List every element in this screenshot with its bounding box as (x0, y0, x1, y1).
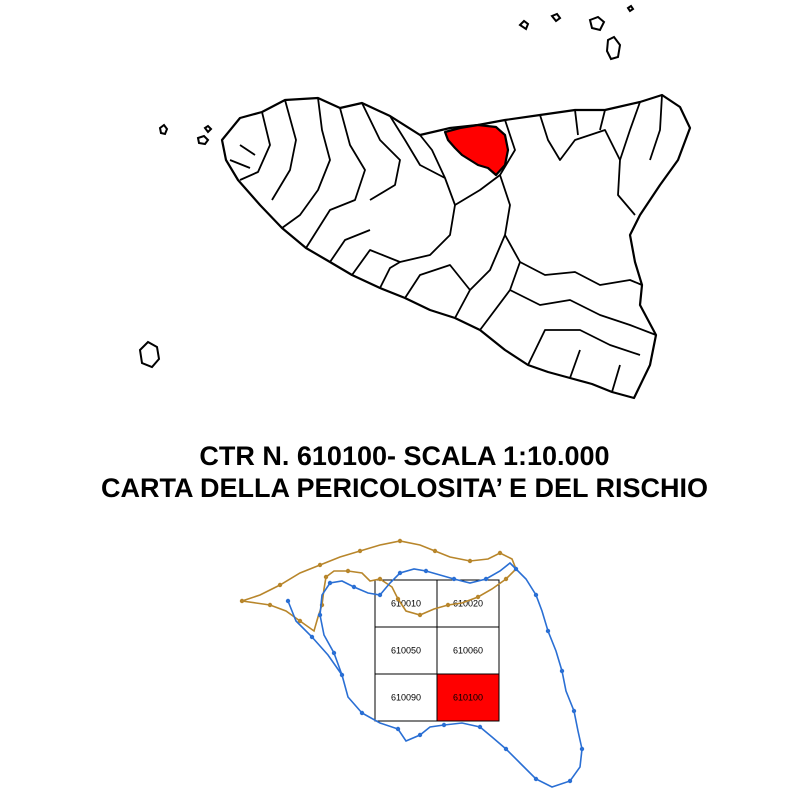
sheet-label-610100: 610100 (453, 693, 483, 703)
sheet-label-610060: 610060 (453, 646, 483, 656)
sheet-cell-610050 (374, 626, 438, 675)
title-line-1: CTR N. 610100- SCALA 1:10.000 (199, 441, 610, 471)
sicily-overview-map (138, 4, 692, 400)
sicily-outline (220, 93, 692, 400)
sheet-label-610020: 610020 (453, 599, 483, 609)
ctr-sheet-grid: 610010 610020 610050 610060 610090 610100 (374, 579, 500, 722)
highlighted-basin (443, 123, 510, 177)
sheet-cell-610060 (436, 626, 500, 675)
island-eolie-1 (518, 19, 530, 31)
sheet-cell-610100 (436, 673, 500, 722)
island-ustica (158, 123, 169, 136)
island-eolie-5 (626, 4, 635, 13)
sheet-cell-610090 (374, 673, 438, 722)
island-egadi-2 (203, 124, 213, 134)
ctr-index-map: 610010 610020 610050 610060 610090 610100 (239, 538, 585, 788)
island-pantelleria (138, 340, 161, 369)
sheet-label-610010: 610010 (391, 599, 421, 609)
island-egadi-1 (196, 134, 210, 146)
island-eolie-2 (550, 12, 562, 23)
sheet-label-610090: 610090 (391, 693, 421, 703)
title-block: CTR N. 610100- SCALA 1:10.000 CARTA DELL… (0, 440, 809, 504)
title-line-2: CARTA DELLA PERICOLOSITA’ E DEL RISCHIO (100, 473, 709, 503)
island-eolie-3 (588, 15, 606, 32)
sheet-label-610050: 610050 (391, 646, 421, 656)
island-eolie-4 (605, 35, 622, 61)
